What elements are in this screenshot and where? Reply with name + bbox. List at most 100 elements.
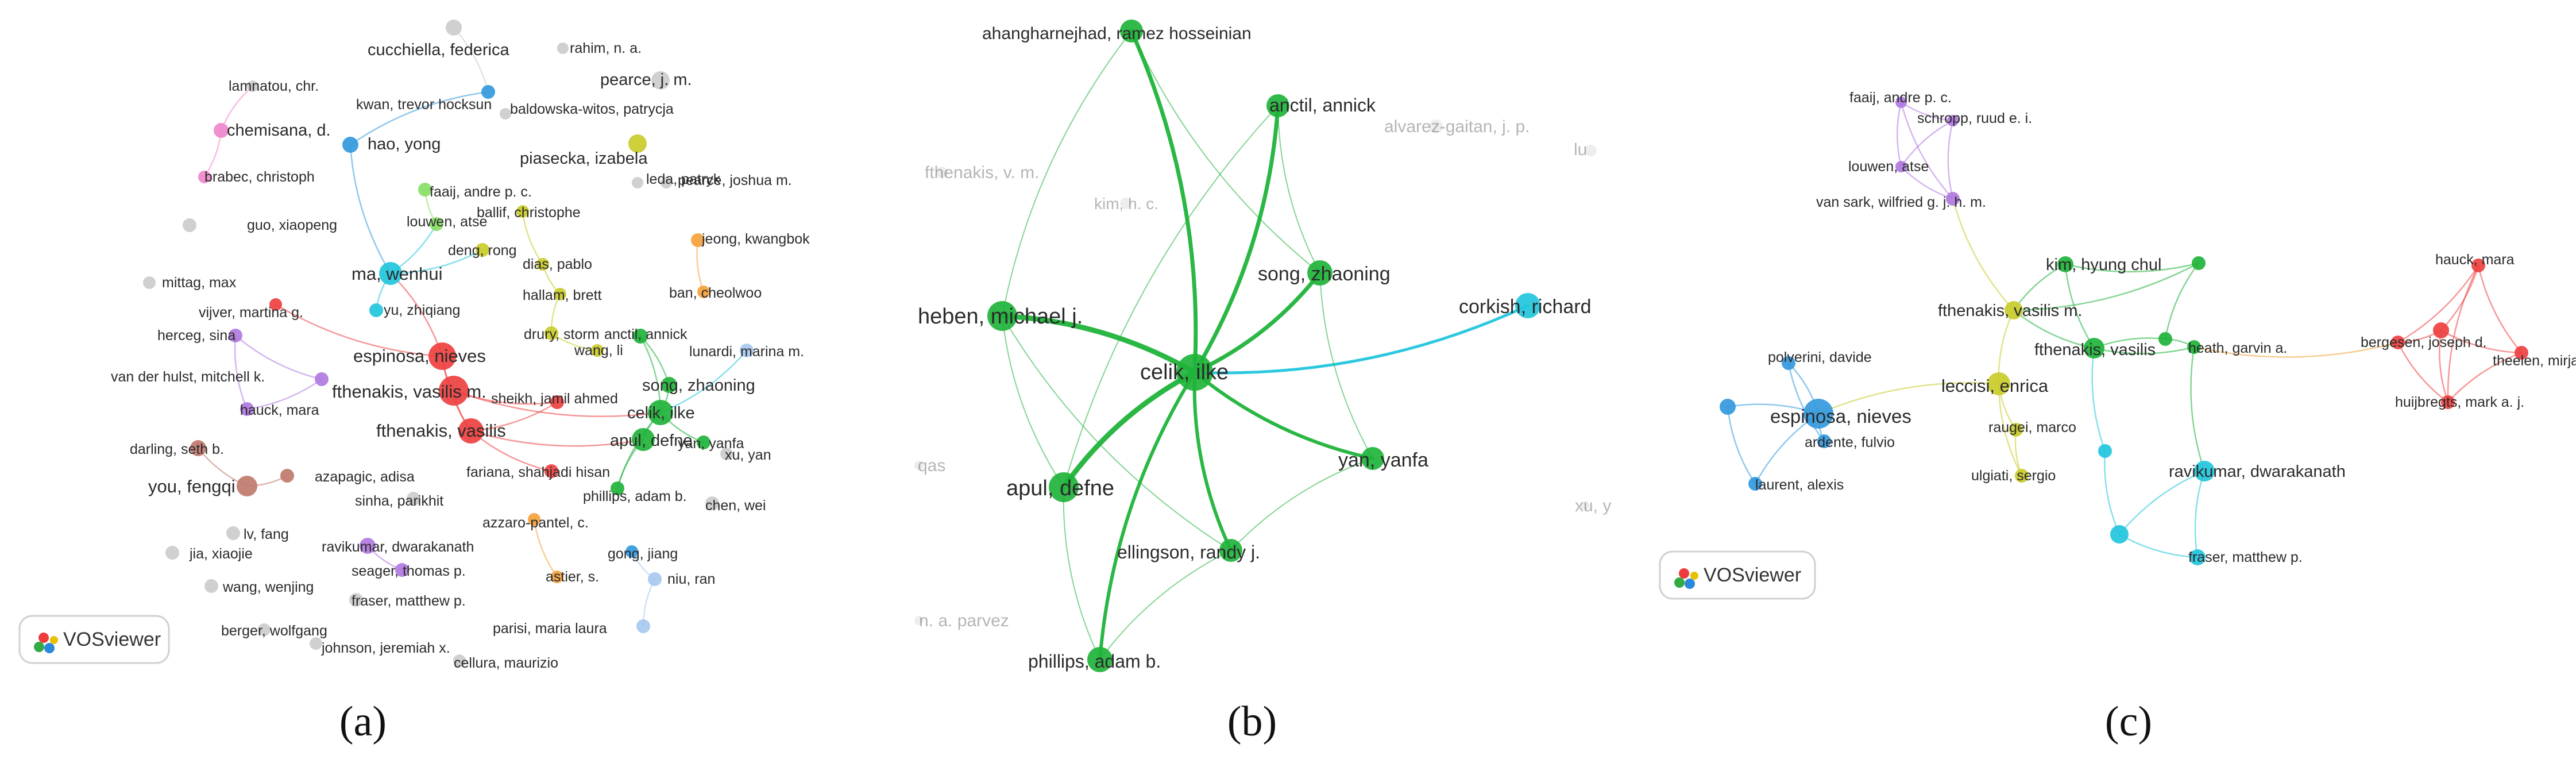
network-edge [1002,315,1231,551]
network-edge [1192,103,1280,375]
network-node [661,377,677,393]
node-label: ardente, fulvio [1805,434,1895,450]
node-label: huijbregts, mark a. j. [2395,394,2524,410]
network-edge [1900,101,1954,200]
node-label: kwan, trevor hocksun [356,97,492,113]
node-label: hauck, mara [240,402,319,418]
network-node [1782,356,1795,370]
node-label: polverini, davide [1768,349,1872,365]
node-label: celik, ilke [1140,360,1229,384]
node-label: espinosa, nieves [353,346,486,366]
network-node [430,217,443,231]
node-label: n. a. parvez [919,611,1009,630]
node-label: azapagic, adisa [315,469,415,485]
network-node [183,218,196,232]
network-node [2441,395,2455,409]
panel-c: faaij, andre p. c.schropp, ruud e. i.lou… [1659,90,2576,745]
node-label: lv, fang [244,526,289,542]
node-label: hao, yong [368,135,441,153]
network-node [360,538,376,554]
network-node [315,372,329,386]
node-label: phillips, adam b. [1028,651,1161,672]
network-edge [2013,262,2200,311]
node-label: laurent, alexis [1755,477,1844,493]
node-label: louwen, atse [1848,159,1929,175]
network-node [1817,434,1831,448]
network-node [550,395,564,409]
node-label: jeong, kwangbok [701,231,810,247]
node-label: fthenakis, v. m. [925,163,1040,182]
node-label: hauck, mara [2435,252,2515,268]
node-label: raugei, marco [1988,419,2076,436]
network-node [2098,444,2112,458]
network-node [2158,332,2172,346]
network-edge [1129,29,1198,375]
network-edge [1193,304,1530,375]
network-edge [2118,470,2206,535]
network-node [516,205,529,218]
network-node [914,616,924,625]
network-node [648,400,673,425]
network-node [226,526,240,540]
node-label: sinha, parikhit [355,493,443,509]
node-label: xu, y [1575,496,1611,515]
node-label: van der hulst, mitchell k. [111,369,265,385]
network-node [1120,198,1131,209]
node-label: seager, thomas p. [352,563,466,579]
node-label: you, fengqi [148,476,235,496]
network-edge [275,303,443,357]
node-label: van sark, wilfried g. j. h. m. [1816,194,1986,210]
network-node [987,301,1017,331]
node-label: apul, defne [1006,476,1114,500]
node-label: deng, rong [448,242,517,259]
network-edge [1947,120,1954,200]
node-label: anctil, annick [1269,95,1376,115]
node-label: leccisi, enrica [1941,376,2049,396]
network-node [633,329,648,344]
network-edge [2397,264,2480,344]
node-label: piasecka, izabela [520,149,648,168]
node-label: cucchiella, federica [368,41,509,59]
network-node [2391,336,2405,349]
network-node [1429,120,1443,133]
network-edge [1098,371,1196,661]
network-node [165,546,179,560]
network-edge [234,334,248,410]
node-label: astier, s. [546,569,599,585]
node-label: darling, seth b. [130,441,224,457]
network-node [661,177,672,188]
node-label: lu [1574,140,1587,159]
node-label: ban, cheolwoo [669,285,762,301]
network-node [1720,399,1736,415]
network-node [247,80,258,92]
network-node [1361,447,1384,470]
network-node [611,481,624,495]
node-label: baldowska-witos, patrycja [510,101,674,117]
network-node [691,233,705,247]
network-node [1515,293,1540,318]
network-node [1946,192,1960,206]
logo-text: VOSviewer [1704,564,1801,586]
node-label: phillips, adam b. [583,488,687,504]
network-node [2005,301,2023,319]
node-label: song, zhaoning [642,376,755,395]
network-edge [1063,487,1100,660]
network-node [428,342,456,370]
node-label: hallam, brett [523,287,602,303]
panel-b: ahangharnejhad, ramez hosseiniananctil, … [914,20,1611,745]
vosviewer-logo-c: VOSviewer [1659,550,1816,600]
network-node [1987,372,2010,395]
network-node [1748,477,1762,491]
network-node [591,344,604,357]
caption-c: (c) [2105,698,2152,745]
network-edge [2447,264,2480,403]
node-label: brabec, christoph [204,169,315,185]
node-label: kim, hyung chul [2046,256,2162,274]
network-node [632,428,655,451]
node-label: yu, zhiqiang [384,302,460,318]
node-label: berger, wolfgang [221,623,327,639]
network-node [349,593,363,607]
